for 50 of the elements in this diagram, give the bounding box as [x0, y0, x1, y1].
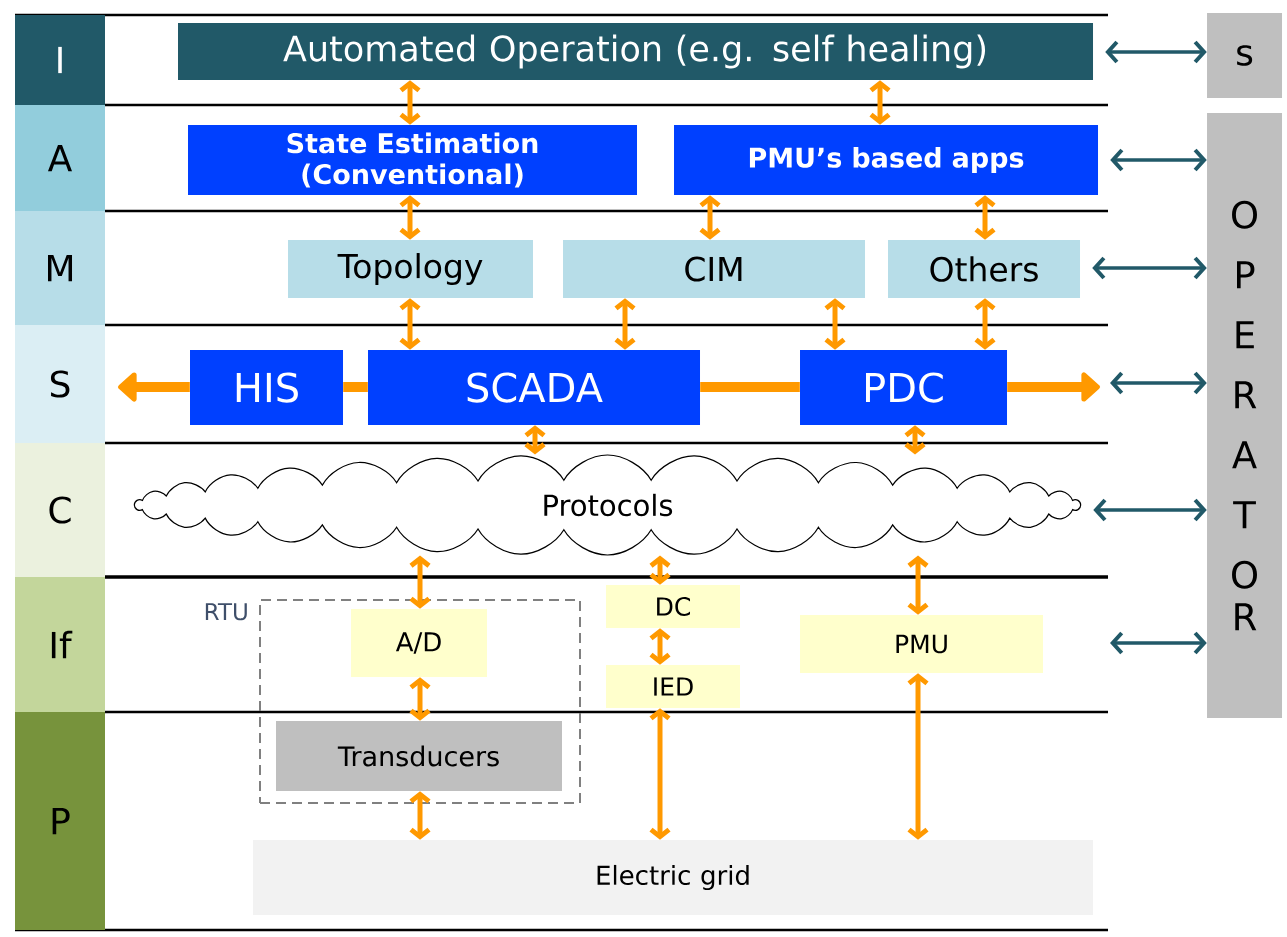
arrow [409, 555, 431, 609]
system-box: HIS [190, 350, 343, 425]
layer-cell: A [15, 105, 105, 211]
actor-box: OPERATOR [1207, 113, 1282, 718]
arrow [649, 708, 671, 840]
arrow [974, 298, 996, 350]
arrow [409, 791, 431, 840]
arrow [1110, 148, 1207, 172]
arrow [399, 80, 421, 125]
arrow [409, 677, 431, 721]
arrow [1007, 372, 1100, 402]
system-box: SCADA [368, 350, 700, 425]
arrow [1110, 371, 1207, 395]
layer-cell: If [15, 577, 105, 712]
device-box: Transducers [276, 721, 562, 791]
function-box: PMU’s based apps [674, 125, 1098, 195]
system-box: PDC [800, 350, 1007, 425]
device-box: A/D [351, 609, 487, 677]
arrow [869, 80, 891, 125]
arrow [907, 555, 929, 615]
arrow [907, 673, 929, 840]
function-box: Automated Operation (e.g. self healing) [178, 23, 1093, 80]
node-label: RTU [205, 603, 247, 621]
layer-cell: C [15, 443, 105, 577]
arrow [649, 628, 671, 665]
function-box: State Estimation (Conventional) [188, 125, 637, 195]
cloud: Protocols [133, 454, 1082, 556]
arrow [974, 195, 996, 240]
layer-cell: M [15, 211, 105, 325]
device-box: DC [606, 585, 740, 628]
arrow [824, 298, 846, 350]
actor-box: s [1207, 13, 1282, 98]
device-box: PMU [800, 615, 1043, 673]
model-box: Others [888, 240, 1080, 298]
layer-cell: S [15, 325, 105, 443]
arrow [1093, 498, 1207, 522]
model-box: Topology [288, 240, 533, 298]
arrow [1092, 256, 1207, 280]
arrow [118, 372, 190, 402]
arrow [699, 195, 721, 240]
layer-cell: I [15, 15, 105, 105]
layer-cell: P [15, 712, 105, 930]
device-box: IED [606, 665, 740, 708]
arrow [399, 298, 421, 350]
arrow [1105, 40, 1207, 64]
arrow [614, 298, 636, 350]
arrow [1110, 631, 1207, 655]
model-box: CIM [563, 240, 865, 298]
grid-box: Electric grid [253, 840, 1093, 915]
arrow [399, 195, 421, 240]
